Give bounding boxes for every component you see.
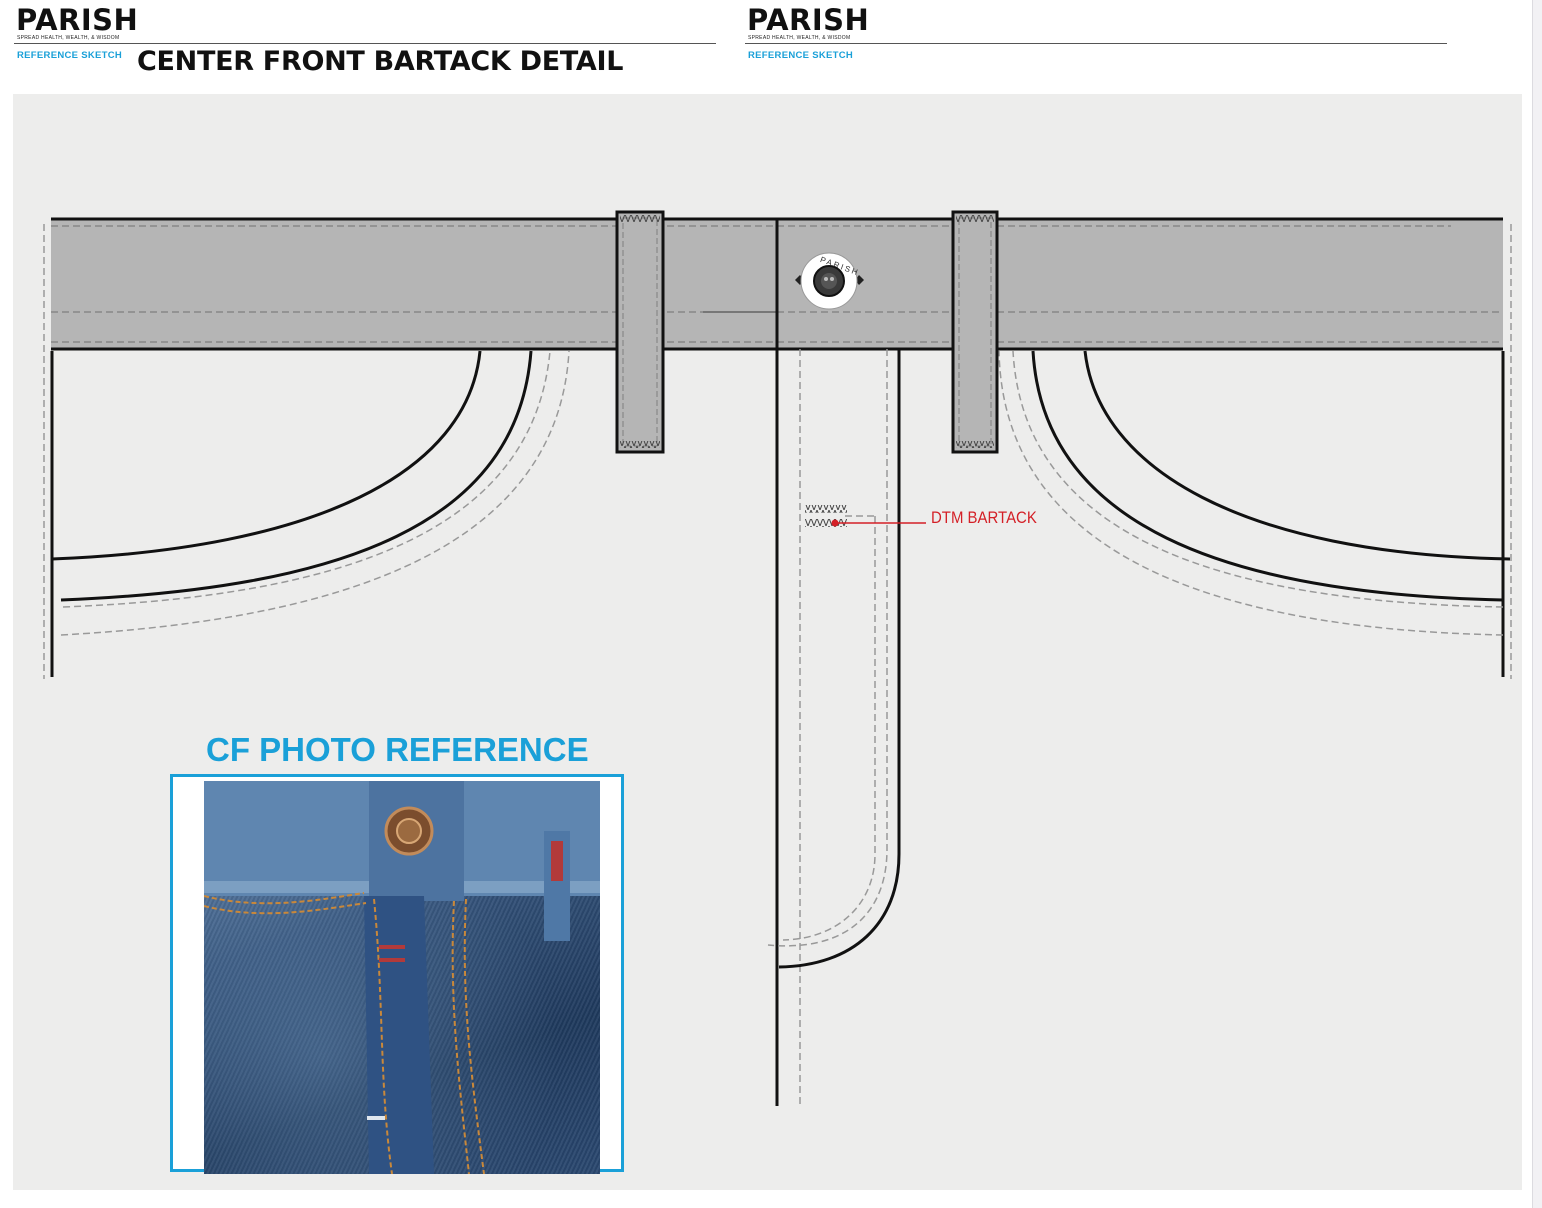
denim-photo [204, 781, 600, 1174]
technical-sketch: PARISH [43, 210, 1512, 1106]
photo-reference-frame [170, 774, 624, 1174]
brand-tagline: SPREAD HEALTH, WEALTH, & WISDOM [17, 35, 120, 41]
header-rule [14, 43, 716, 44]
brand-tagline: SPREAD HEALTH, WEALTH, & WISDOM [748, 35, 851, 41]
brand-logo: PARISH [16, 3, 139, 37]
shank-button [795, 252, 864, 310]
belt-loop-left [615, 210, 665, 454]
fly-panel [767, 349, 901, 969]
reference-sketch-label: REFERENCE SKETCH [748, 50, 854, 61]
belt-loop-right [951, 210, 999, 454]
right-front-panel [998, 350, 1511, 677]
reference-sketch-label: REFERENCE SKETCH [17, 50, 123, 61]
bartack-mark [805, 505, 926, 527]
brand-logo: PARISH [747, 3, 870, 37]
header-rule [745, 43, 1447, 44]
window-edge [1532, 0, 1542, 1208]
bartack-callout: DTM BARTACK [931, 508, 1037, 527]
left-front-panel [50, 350, 570, 677]
denim-illustration [204, 781, 600, 1174]
page-title: CENTER FRONT BARTACK DETAIL [137, 46, 624, 77]
photo-reference-title: CF PHOTO REFERENCE [206, 731, 589, 768]
